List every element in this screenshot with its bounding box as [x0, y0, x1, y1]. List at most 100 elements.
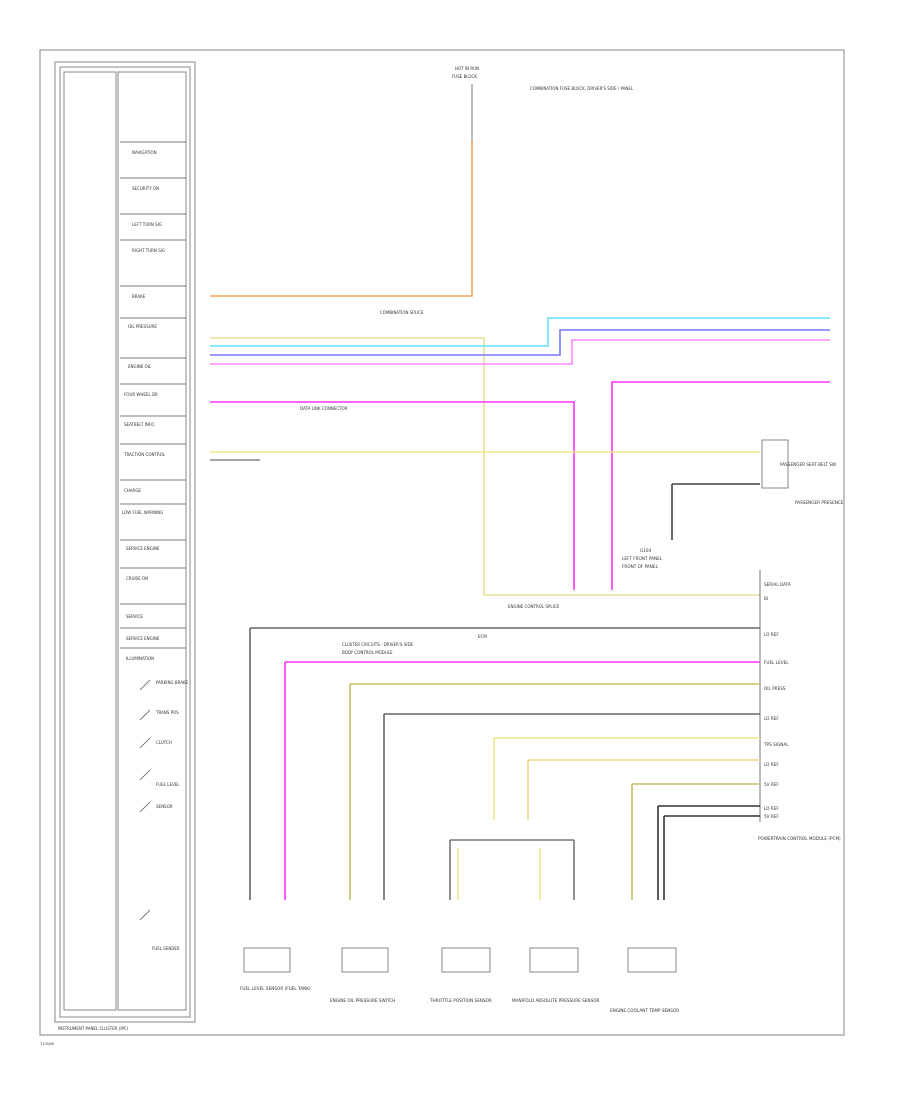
- cluster-title: INSTRUMENT PANEL CLUSTER (IPC): [58, 1026, 129, 1031]
- splice-1-label: COMBINATION SPLICE: [380, 310, 424, 315]
- passenger-seat-belt: PASSENGER SEAT BELT SW PASSENGER PRESENC…: [761, 439, 844, 505]
- wire-yellow-tps-down: [457, 848, 541, 900]
- ecm-pin-10: LO REF: [764, 806, 779, 811]
- wire-tan: [210, 337, 760, 596]
- wire-magenta-top: [210, 401, 575, 590]
- indicator-label-3: LEFT TURN SIG: [132, 222, 162, 227]
- switch-label-1: PARKING BRAKE: [156, 680, 189, 685]
- indicator-label-12: LOW FUEL WARNING: [122, 510, 163, 515]
- indicator-label-15: SERVICE: [126, 614, 143, 619]
- switch-list: PARKING BRAKE TRANS POS CLUTCH FUEL LEVE…: [139, 679, 189, 951]
- switch-label-6: FUEL SENDER: [152, 946, 180, 951]
- ground-label: G104: [640, 548, 652, 553]
- indicator-label-11: CHARGE: [124, 488, 141, 493]
- indicator-label-7: ENGINE OIL: [128, 364, 152, 369]
- wire-black-ect-1: [657, 805, 760, 900]
- indicator-6: OIL PRESSURE: [120, 317, 186, 329]
- wire-yellow-tps: [493, 737, 760, 820]
- component-oil-pressure: ENGINE OIL PRESSURE SWITCH: [330, 947, 395, 1003]
- ground-g104: G104 LEFT FRONT PANEL FRONT OF PANEL: [622, 548, 663, 569]
- component-map: MANIFOLD ABSOLUTE PRESSURE SENSOR: [512, 947, 600, 1003]
- switch-6: FUEL SENDER: [139, 909, 180, 951]
- indicator-label-5: BRAKE: [132, 294, 146, 299]
- ground-sub: FRONT OF PANEL: [622, 564, 659, 569]
- switch-4: FUEL LEVEL: [139, 769, 180, 787]
- wire-pink: [210, 339, 830, 365]
- ecm-pin-6: LO REF: [764, 716, 779, 721]
- indicator-10: TRACTION CONTROL: [120, 443, 186, 457]
- indicator-7: ENGINE OIL: [120, 357, 186, 369]
- ecm-pin-2: BI: [764, 596, 768, 601]
- ecm-note: ECM: [478, 634, 487, 639]
- indicator-label-6: OIL PRESSURE: [128, 324, 157, 329]
- cluster-right-strip: [117, 71, 187, 1011]
- indicator-14: CRUISE ON: [120, 567, 186, 581]
- ecm-title: POWERTRAIN CONTROL MODULE (PCM): [758, 836, 841, 841]
- indicator-label-8: FOUR WHEEL DR: [124, 392, 158, 397]
- outer-frame: [39, 49, 845, 1036]
- switch-label-5: SENSOR: [156, 804, 173, 809]
- wire-orange: [210, 140, 473, 297]
- passenger-seat-label: PASSENGER SEAT BELT SW: [780, 462, 836, 467]
- switch-2: TRANS POS: [139, 709, 179, 721]
- indicator-3: LEFT TURN SIG: [120, 213, 186, 227]
- wire-magenta-fuel: [284, 661, 760, 900]
- indicator-13: SERVICE ENGINE: [120, 539, 186, 551]
- ecm-pin-3: LO REF: [764, 632, 779, 637]
- wire-olive-ect: [631, 783, 760, 900]
- indicator-label-13: SERVICE ENGINE: [126, 546, 160, 551]
- wire-black-ground: [671, 483, 760, 540]
- ecm-pin-4: FUEL LEVEL: [764, 660, 789, 665]
- indicator-label-16: SERVICE ENGINE: [126, 636, 160, 641]
- splice-2-label: ENGINE CONTROL SPLICE: [508, 604, 560, 609]
- indicator-11: CHARGE: [120, 479, 186, 493]
- indicator-label-1: NAVIGATION: [132, 150, 157, 155]
- component-label-4: MANIFOLD ABSOLUTE PRESSURE SENSOR: [512, 998, 600, 1003]
- top-connector-label: COMBINATION FUSE BLOCK, DRIVER'S SIDE / …: [530, 86, 634, 91]
- ecm-pin-7: TPS SIGNAL: [763, 742, 789, 747]
- left-note: CLUSTER CIRCUITS - DRIVER'S SIDE: [342, 642, 414, 647]
- cluster-left-strip: [63, 71, 117, 1011]
- switch-label-3: CLUTCH: [156, 740, 172, 745]
- wire-gray-fuel: [249, 627, 760, 900]
- bottom-components: FUEL LEVEL SENSOR (FUEL TANK) ENGINE OIL…: [240, 947, 679, 1013]
- cluster-inner: [59, 66, 191, 1018]
- data-link-label: DATA LINK CONNECTOR: [300, 406, 348, 411]
- component-fuel-level: FUEL LEVEL SENSOR (FUEL TANK): [240, 947, 311, 991]
- component-label-5: ENGINE COOLANT TEMP SENSOR: [610, 1008, 679, 1013]
- switch-5: SENSOR: [139, 801, 173, 813]
- indicator-15: SERVICE: [120, 603, 186, 619]
- top-connector-title: HOT IN RUN: [455, 66, 479, 71]
- wire-splice-bus: [449, 839, 575, 900]
- indicator-label-14: CRUISE ON: [126, 576, 148, 581]
- indicator-label-9: SEATBELT INFO: [124, 422, 154, 427]
- switch-1: PARKING BRAKE: [139, 679, 189, 691]
- indicator-label-2: SECURITY ON: [132, 186, 159, 191]
- component-label-2: ENGINE OIL PRESSURE SWITCH: [330, 998, 395, 1003]
- indicator-17: ILLUMINATION: [120, 647, 186, 661]
- switch-label-4: FUEL LEVEL: [156, 782, 180, 787]
- ecm-pin-5: OIL PRESS: [764, 686, 786, 691]
- indicator-1: NAVIGATION: [120, 141, 186, 155]
- wire-black-ect-2: [663, 815, 760, 900]
- top-connector: HOT IN RUN FUSE BLOCK COMBINATION FUSE B…: [452, 66, 634, 140]
- page-code: T1/0/86: [39, 1042, 54, 1046]
- component-label-1: FUEL LEVEL SENSOR (FUEL TANK): [240, 986, 311, 991]
- ecm-pin-8: LO REF: [764, 762, 779, 767]
- wire-blue: [210, 329, 830, 356]
- indicator-2: SECURITY ON: [120, 177, 186, 191]
- passenger-sub-label: PASSENGER PRESENCE: [795, 500, 844, 505]
- component-tps: THROTTLE POSITION SENSOR: [429, 947, 492, 1003]
- component-ect: ENGINE COOLANT TEMP SENSOR: [610, 947, 679, 1013]
- wire-tan-ref: [527, 759, 760, 820]
- body-note: BODY CONTROL MODULE: [342, 650, 393, 655]
- indicator-8: FOUR WHEEL DR: [120, 383, 186, 397]
- ecm-pin-1: SERIAL DATA: [764, 582, 791, 587]
- indicator-9: SEATBELT INFO: [120, 415, 186, 427]
- ecm-pin-11: 5V REF: [764, 814, 779, 819]
- indicator-label-10: TRACTION CONTROL: [123, 452, 166, 457]
- switch-3: CLUTCH: [139, 737, 172, 749]
- indicator-list: NAVIGATION SECURITY ON LEFT TURN SIG RIG…: [120, 141, 186, 661]
- ground-note: LEFT FRONT PANEL: [622, 556, 663, 561]
